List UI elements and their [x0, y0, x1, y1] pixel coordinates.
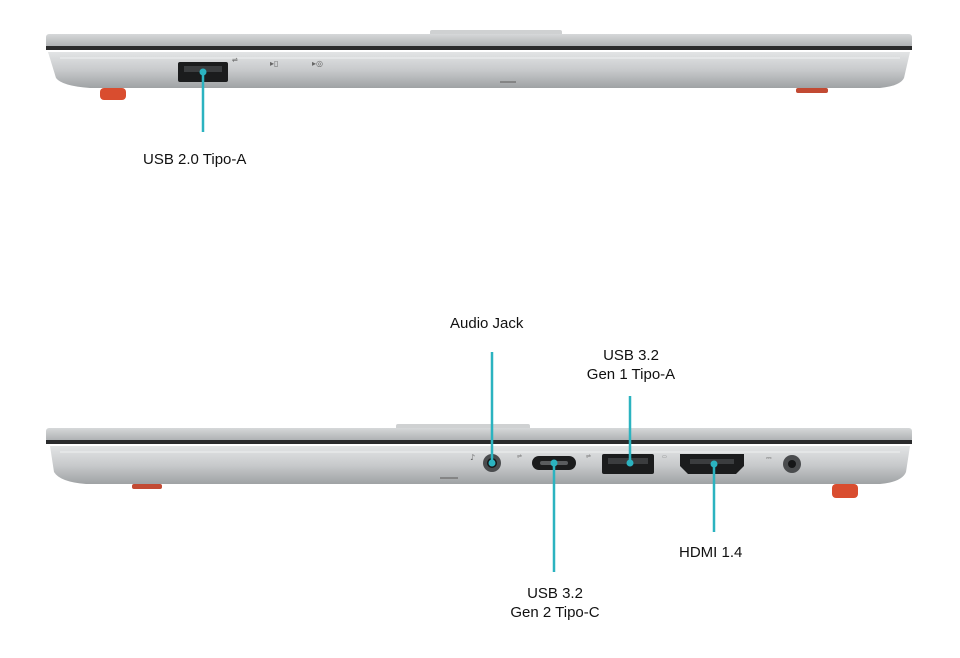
label-line: USB 2.0 Tipo-A [143, 151, 247, 168]
power-jack-icon [783, 455, 801, 473]
usb-glyph-icon: ⇌ [586, 453, 591, 460]
lid-gap [46, 46, 912, 50]
label-line: USB 3.2 [603, 347, 659, 364]
callout-dot [710, 460, 718, 468]
label-hdmi: HDMI 1.4 [679, 543, 742, 562]
laptop-lid [46, 34, 912, 48]
callout-dot [550, 459, 558, 467]
rubber-foot [796, 88, 828, 93]
led-indicator-icon: ▸▯ [270, 59, 278, 68]
rubber-foot [832, 484, 858, 498]
laptop-right-side: ♪ ⇌ ⇌ ▭ ⎓ [46, 352, 912, 572]
headset-glyph-icon: ♪ [470, 453, 475, 462]
label-line: USB 3.2 [527, 585, 583, 602]
label-usb-2-type-a: USB 2.0 Tipo-A [143, 150, 246, 169]
laptop-left-side: ⇌ ▸▯ ▸◎ [46, 30, 912, 132]
label-line: Gen 1 Tipo-A [586, 366, 676, 383]
rubber-foot [100, 88, 126, 100]
dc-glyph-icon: ⎓ [766, 454, 772, 462]
laptop-lid [46, 428, 912, 442]
callout-dot [488, 459, 496, 467]
label-line: Gen 2 Tipo-C [510, 604, 600, 621]
label-usb-3-2-gen1-type-a: USB 3.2 Gen 1 Tipo-A [576, 346, 686, 384]
label-line: HDMI 1.4 [679, 544, 743, 561]
laptop-base [48, 52, 910, 88]
lid-gap [46, 440, 912, 444]
rubber-foot [132, 484, 162, 489]
label-audio-jack: Audio Jack [450, 314, 523, 333]
usb-glyph-icon: ⇌ [517, 453, 522, 460]
battery-indicator-icon: ▸◎ [312, 59, 323, 68]
hdmi-glyph-icon: ▭ [662, 454, 667, 460]
label-line: Audio Jack [450, 315, 524, 332]
callout-dot [626, 459, 634, 467]
usb-glyph-icon: ⇌ [232, 56, 238, 64]
label-usb-3-2-gen2-type-c: USB 3.2 Gen 2 Tipo-C [500, 584, 610, 622]
callout-dot [199, 68, 207, 76]
